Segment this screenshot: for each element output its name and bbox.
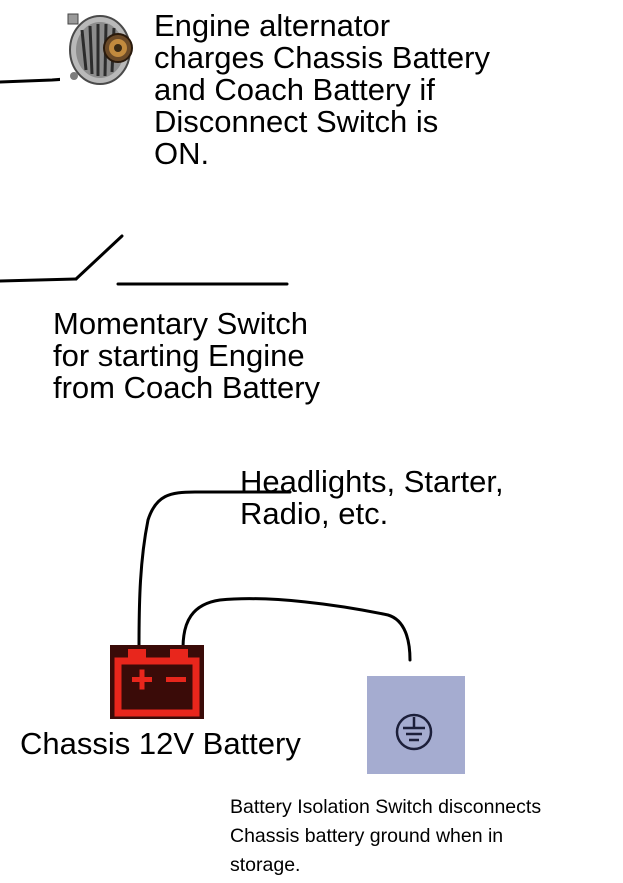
switch-lever bbox=[74, 234, 124, 281]
positive-wire bbox=[137, 490, 292, 650]
momentary-switch-caption: Momentary Switch for starting Engine fro… bbox=[53, 306, 321, 405]
battery-icon bbox=[110, 645, 204, 719]
loads-caption: Headlights, Starter, Radio, etc. bbox=[240, 464, 504, 531]
isolation-switch-caption: Battery Isolation Switch disconnects Cha… bbox=[230, 796, 542, 876]
negative-wire bbox=[181, 597, 412, 662]
battery-caption: Chassis 12V Battery bbox=[20, 726, 301, 761]
alternator-icon bbox=[60, 0, 142, 93]
alternator-caption: Engine alternator charges Chassis Batter… bbox=[154, 8, 490, 171]
ground-icon bbox=[367, 676, 465, 774]
switch-left-lead bbox=[0, 277, 78, 283]
